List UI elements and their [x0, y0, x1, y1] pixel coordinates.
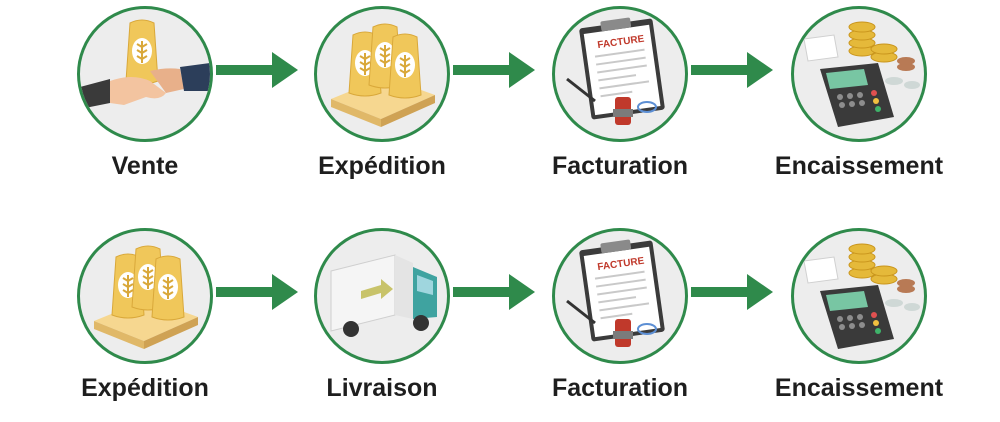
step-label: Expédition — [81, 374, 209, 402]
flow-arrow — [216, 52, 298, 88]
flow-arrow — [453, 52, 535, 88]
step-label: Expédition — [318, 152, 446, 180]
step-icon-circle: FACTURE — [552, 6, 688, 142]
invoice-clipboard-stamp-icon: FACTURE — [565, 15, 667, 127]
grain-sacks-pallet-icon — [317, 9, 447, 139]
step-icon-circle — [791, 228, 927, 364]
arrow-right-icon — [691, 52, 773, 88]
step-icon-circle — [77, 6, 213, 142]
grain-sacks-pallet-icon — [80, 231, 210, 361]
step-label: Facturation — [551, 152, 689, 180]
flow-arrow — [691, 274, 773, 310]
payment-terminal-coins-icon — [803, 243, 921, 350]
arrow-right-icon — [216, 52, 298, 88]
arrow-right-icon — [691, 274, 773, 310]
workflow-row-2: Expédition Livraison FACTURE Facturation… — [0, 222, 1000, 422]
flow-arrow — [216, 274, 298, 310]
payment-terminal-coins-icon — [803, 21, 921, 128]
step-label: Facturation — [551, 374, 689, 402]
step-icon-circle: FACTURE — [552, 228, 688, 364]
workflow-row-1: Vente Expédition FACTURE Facturation Enc… — [0, 0, 1000, 200]
step-icon-circle — [314, 6, 450, 142]
step-label: Encaissement — [774, 152, 944, 180]
step-facturation: FACTURE Facturation — [540, 0, 700, 200]
step-expedition: Expédition — [302, 0, 462, 200]
flow-arrow — [453, 274, 535, 310]
invoice-clipboard-stamp-icon: FACTURE — [565, 237, 667, 349]
flow-arrow — [691, 52, 773, 88]
step-icon-circle — [314, 228, 450, 364]
step-expedition: Expédition — [65, 222, 225, 422]
step-encaissement: Encaissement — [775, 0, 943, 200]
arrow-right-icon — [216, 274, 298, 310]
step-label: Vente — [111, 152, 179, 180]
step-vente: Vente — [65, 0, 225, 200]
step-livraison: Livraison — [302, 222, 462, 422]
arrow-right-icon — [453, 274, 535, 310]
delivery-truck-icon — [330, 254, 438, 338]
arrow-right-icon — [453, 52, 535, 88]
step-label: Encaissement — [774, 374, 944, 402]
step-facturation: FACTURE Facturation — [540, 222, 700, 422]
handshake-grain-sack-icon — [80, 9, 210, 139]
step-label: Livraison — [326, 374, 438, 402]
step-encaissement: Encaissement — [775, 222, 943, 422]
step-icon-circle — [77, 228, 213, 364]
step-icon-circle — [791, 6, 927, 142]
